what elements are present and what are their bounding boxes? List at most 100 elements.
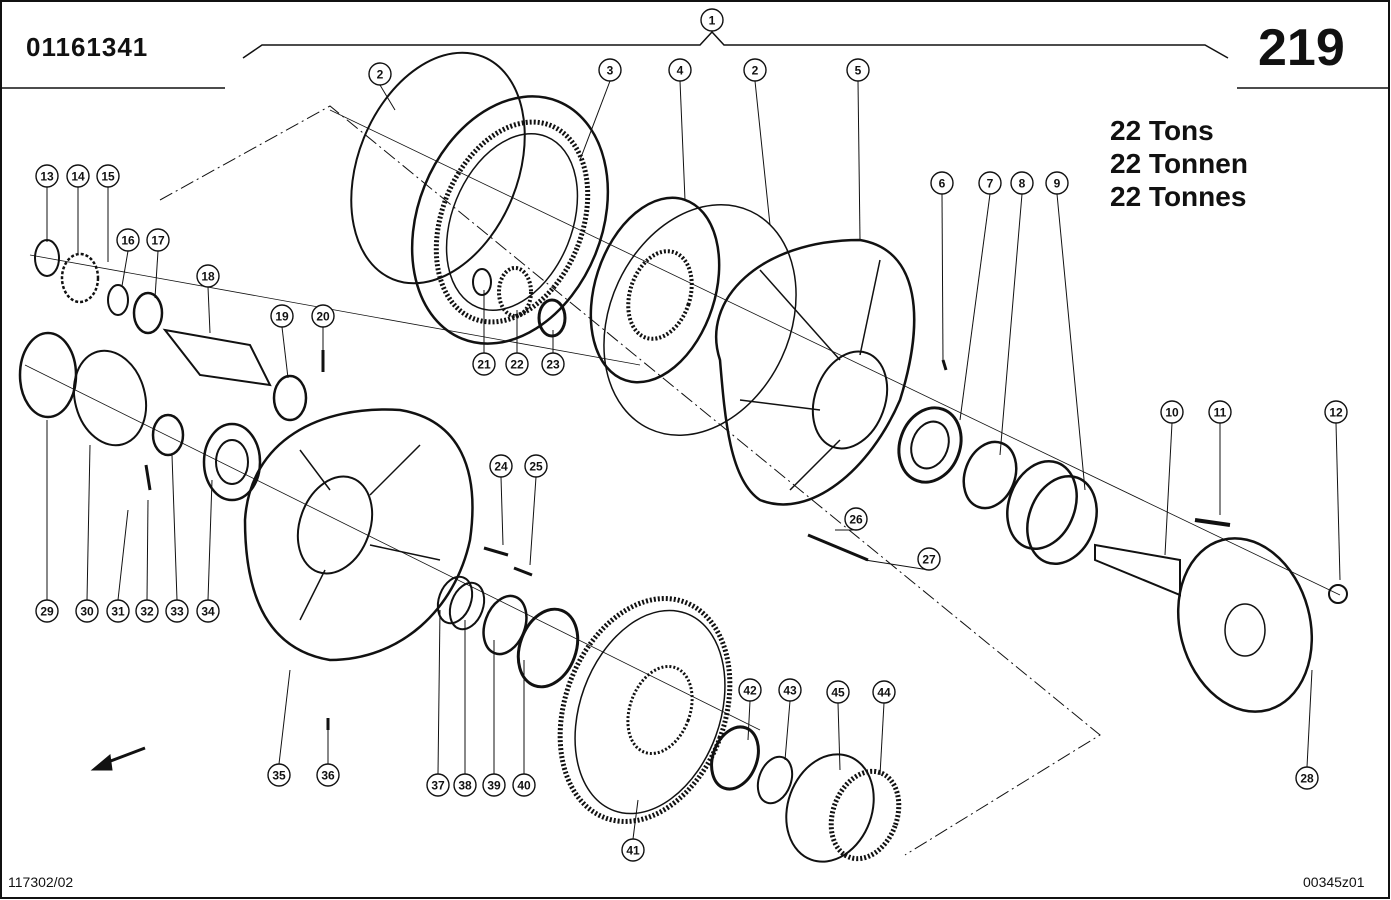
callout-item-13: 12: [1324, 400, 1348, 424]
callout-number: 4: [677, 64, 684, 78]
callout-circle: [35, 164, 59, 188]
callout-circle: [541, 352, 565, 376]
callout-item-3: 3: [598, 58, 622, 82]
callout-circle: [872, 680, 896, 704]
callout-item-44: 43: [778, 678, 802, 702]
callout-number: 13: [40, 170, 54, 184]
callout-item-11: 10: [1160, 400, 1184, 424]
callout-circle: [135, 599, 159, 623]
callout-number: 5: [855, 64, 862, 78]
callout-item-31: 30: [75, 599, 99, 623]
callout-leader-31: [86, 444, 91, 601]
callout-number: 14: [71, 170, 85, 184]
callout-leader-11: [1164, 422, 1173, 556]
callout-number: 33: [170, 605, 184, 619]
callout-number: 43: [783, 684, 797, 698]
callout-leader-34: [171, 454, 178, 601]
footer-right-code: 00345z01: [1303, 874, 1365, 890]
callout-item-41: 40: [512, 773, 536, 797]
callout-circle: [512, 773, 536, 797]
callout-item-25: 24: [489, 454, 513, 478]
callout-item-39: 38: [453, 773, 477, 797]
callout-item-6: 5: [846, 58, 870, 82]
callout-item-29: 28: [1295, 766, 1319, 790]
callout-circle: [146, 228, 170, 252]
callout-item-32: 31: [106, 599, 130, 623]
callout-number: 17: [151, 234, 165, 248]
callout-number: 31: [111, 605, 125, 619]
callout-circle: [311, 304, 335, 328]
callout-number: 3: [607, 64, 614, 78]
callout-leader-36: [278, 669, 291, 765]
callout-circle: [316, 763, 340, 787]
footer-left-code: 117302/02: [8, 874, 74, 890]
spindle-housing: [243, 408, 474, 662]
callout-leader-4: [679, 80, 686, 201]
callout-number: 2: [377, 68, 384, 82]
callout-number: 11: [1214, 406, 1227, 420]
callout-item-27: 26: [844, 507, 868, 531]
callout-item-19: 18: [196, 264, 220, 288]
callout-leader-9: [999, 193, 1023, 456]
page-number: 219: [1258, 19, 1345, 77]
ring-gear: [350, 51, 610, 345]
callout-item-35: 34: [196, 599, 220, 623]
callout-item-33: 32: [135, 599, 159, 623]
callout-leader-29: [1306, 669, 1313, 768]
callout-number: 10: [1165, 406, 1179, 420]
callout-circle: [453, 773, 477, 797]
callout-number: 28: [1300, 772, 1314, 786]
callout-circle: [621, 838, 645, 862]
callout-leader-20: [281, 326, 289, 379]
callout-number: 29: [40, 605, 54, 619]
callout-number: 2: [752, 64, 759, 78]
callout-leader-19: [207, 286, 211, 334]
callout-number: 8: [1019, 177, 1026, 191]
callout-item-23: 22: [505, 352, 529, 376]
callout-circle: [598, 58, 622, 82]
callout-number: 16: [121, 234, 135, 248]
callout-circle: [978, 171, 1002, 195]
callout-item-12: 11: [1208, 400, 1232, 424]
callout-item-21: 20: [311, 304, 335, 328]
callout-number: 45: [831, 686, 845, 700]
axis-right: [329, 109, 1341, 596]
callout-leader-25: [500, 476, 504, 546]
callout-leader-3: [579, 80, 611, 161]
callout-leader-5: [754, 80, 771, 226]
callout-number: 24: [494, 460, 508, 474]
callout-leader-45: [879, 702, 885, 776]
capacity-label-de: 22 Tonnen: [1110, 148, 1248, 179]
callout-circle: [196, 599, 220, 623]
callout-circle: [743, 58, 767, 82]
callout-circle: [505, 352, 529, 376]
callout-item-18: 17: [146, 228, 170, 252]
callout-item-10: 9: [1045, 171, 1069, 195]
callout-leader-42: [632, 799, 639, 840]
callout-item-40: 39: [482, 773, 506, 797]
callout-item-20: 19: [270, 304, 294, 328]
callout-leader-44: [784, 700, 791, 761]
callout-circle: [116, 228, 140, 252]
callout-leader-28: [864, 559, 930, 571]
callout-number: 41: [626, 844, 640, 858]
callout-item-24: 23: [541, 352, 565, 376]
ring-and-clutch-parts: [710, 725, 902, 863]
callout-number: 39: [487, 779, 501, 793]
callout-number: 15: [101, 170, 115, 184]
hub-housing: [714, 238, 916, 506]
callout-circle: [482, 773, 506, 797]
callout-item-2: 2: [368, 62, 392, 86]
planet-carrier: [589, 196, 797, 436]
callout-number: 26: [849, 513, 863, 527]
callout-leader-33: [146, 499, 149, 601]
input-shaft-parts: [18, 239, 308, 502]
callout-item-22: 21: [472, 352, 496, 376]
callout-item-17: 16: [116, 228, 140, 252]
callout-number: 20: [316, 310, 330, 324]
callout-leaders: [46, 80, 1341, 840]
callout-number: 1: [709, 14, 716, 28]
callout-leader-43: [747, 700, 751, 741]
